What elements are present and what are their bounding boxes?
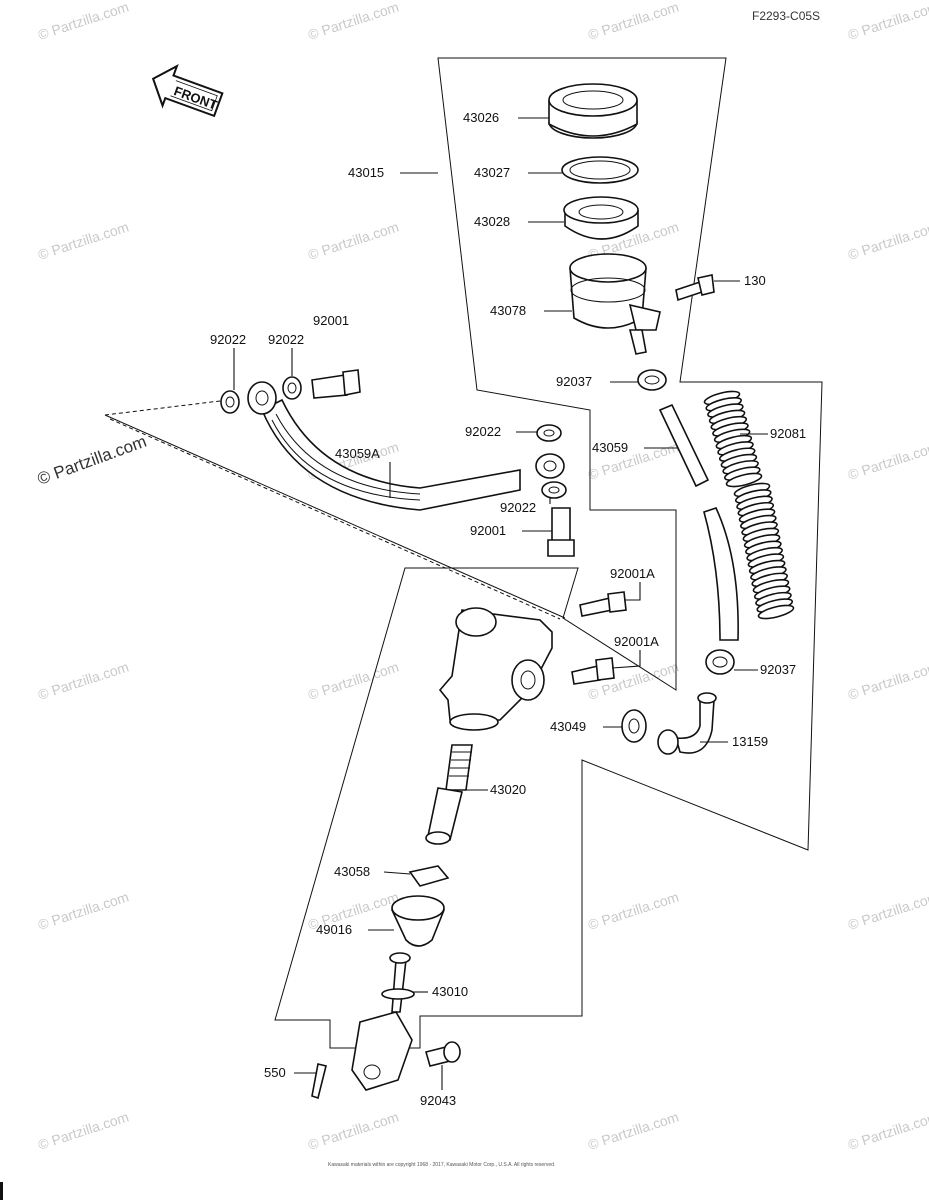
hose-clamp-top	[637, 369, 667, 391]
bolt-130	[675, 274, 715, 302]
label-92022-d[interactable]: 92022	[500, 500, 536, 515]
label-43027[interactable]: 43027	[474, 165, 510, 180]
label-92001-mid[interactable]: 92001	[470, 523, 506, 538]
banjo-bolt-top	[311, 369, 361, 399]
label-43049[interactable]: 43049	[550, 719, 586, 734]
label-43020[interactable]: 43020	[490, 782, 526, 797]
brake-hose	[247, 381, 565, 511]
master-cylinder-body	[438, 607, 553, 731]
reservoir-hose	[658, 403, 739, 641]
watermark-large: © Partzilla.com	[35, 432, 149, 489]
label-43059[interactable]: 43059	[592, 440, 628, 455]
watermark: © Partzilla.com	[306, 218, 401, 262]
label-92022-b[interactable]: 92022	[268, 332, 304, 347]
watermark: © Partzilla.com	[36, 658, 131, 702]
watermark: © Partzilla.com	[306, 1108, 401, 1152]
label-92022-a[interactable]: 92022	[210, 332, 246, 347]
label-43078[interactable]: 43078	[490, 303, 526, 318]
watermark: © Partzilla.com	[846, 888, 929, 932]
piston-assembly	[425, 744, 473, 845]
watermark: © Partzilla.com	[846, 1108, 929, 1152]
watermark: © Partzilla.com	[306, 658, 401, 702]
edge-mark	[0, 1182, 3, 1200]
cotter-pin	[311, 1063, 327, 1100]
hose-clamp-bottom	[705, 649, 735, 675]
label-43026[interactable]: 43026	[463, 110, 499, 125]
label-92043[interactable]: 92043	[420, 1093, 456, 1108]
watermark: © Partzilla.com	[586, 1108, 681, 1152]
banjo-bolt-mid	[547, 507, 575, 557]
watermark: © Partzilla.com	[36, 1108, 131, 1152]
watermark: © Partzilla.com	[36, 218, 131, 262]
spring-coil	[725, 472, 763, 488]
watermark: © Partzilla.com	[586, 0, 681, 43]
watermark: © Partzilla.com	[586, 888, 681, 932]
reservoir-cap	[548, 83, 638, 139]
clevis-pin	[425, 1041, 461, 1067]
assembly-outlines	[104, 57, 823, 1049]
washer-92022-a	[220, 390, 240, 414]
push-rod	[381, 952, 415, 1013]
label-92001A-b[interactable]: 92001A	[614, 634, 659, 649]
label-550[interactable]: 550	[264, 1065, 286, 1080]
watermark: © Partzilla.com	[306, 0, 401, 43]
label-92022-c[interactable]: 92022	[465, 424, 501, 439]
washer-92022-c	[536, 424, 562, 442]
watermark: © Partzilla.com	[846, 438, 929, 482]
label-43059A[interactable]: 43059A	[335, 446, 380, 461]
clevis	[351, 1011, 413, 1091]
watermark: © Partzilla.com	[36, 888, 131, 932]
washer-92022-b	[282, 376, 302, 400]
label-43015[interactable]: 43015	[348, 165, 384, 180]
leader-lines	[233, 117, 768, 1090]
watermark: © Partzilla.com	[36, 0, 131, 43]
copyright-footer: Kawasaki materials within are copyright …	[328, 1162, 555, 1168]
label-92001A-a[interactable]: 92001A	[610, 566, 655, 581]
diaphragm-plate	[561, 156, 639, 184]
watermark: © Partzilla.com	[846, 218, 929, 262]
label-92037-bottom[interactable]: 92037	[760, 662, 796, 677]
bolt-92001A-a	[579, 591, 627, 617]
label-130[interactable]: 130	[744, 273, 766, 288]
label-49016[interactable]: 49016	[316, 922, 352, 937]
label-92037-top[interactable]: 92037	[556, 374, 592, 389]
grommet	[621, 709, 647, 743]
spring	[703, 390, 795, 620]
bolt-92001A-b	[571, 657, 615, 685]
label-43058[interactable]: 43058	[334, 864, 370, 879]
spring-coil	[757, 604, 795, 620]
hose-elbow	[657, 692, 717, 755]
retaining-clip	[408, 865, 450, 887]
watermark: © Partzilla.com	[846, 0, 929, 43]
diaphragm	[563, 196, 639, 240]
label-43028[interactable]: 43028	[474, 214, 510, 229]
watermark: © Partzilla.com	[846, 658, 929, 702]
front-arrow-icon: FRONT	[151, 64, 224, 118]
reservoir-tank	[569, 253, 661, 355]
dust-boot	[390, 895, 445, 947]
label-92001-top[interactable]: 92001	[313, 313, 349, 328]
label-92081[interactable]: 92081	[770, 426, 806, 441]
part-labels: 43026 43027 43028 43015 43078 130 92001 …	[210, 110, 806, 1108]
diagram-code: F2293-C05S	[752, 9, 820, 23]
label-43010[interactable]: 43010	[432, 984, 468, 999]
washer-92022-d	[541, 481, 567, 499]
label-13159[interactable]: 13159	[732, 734, 768, 749]
